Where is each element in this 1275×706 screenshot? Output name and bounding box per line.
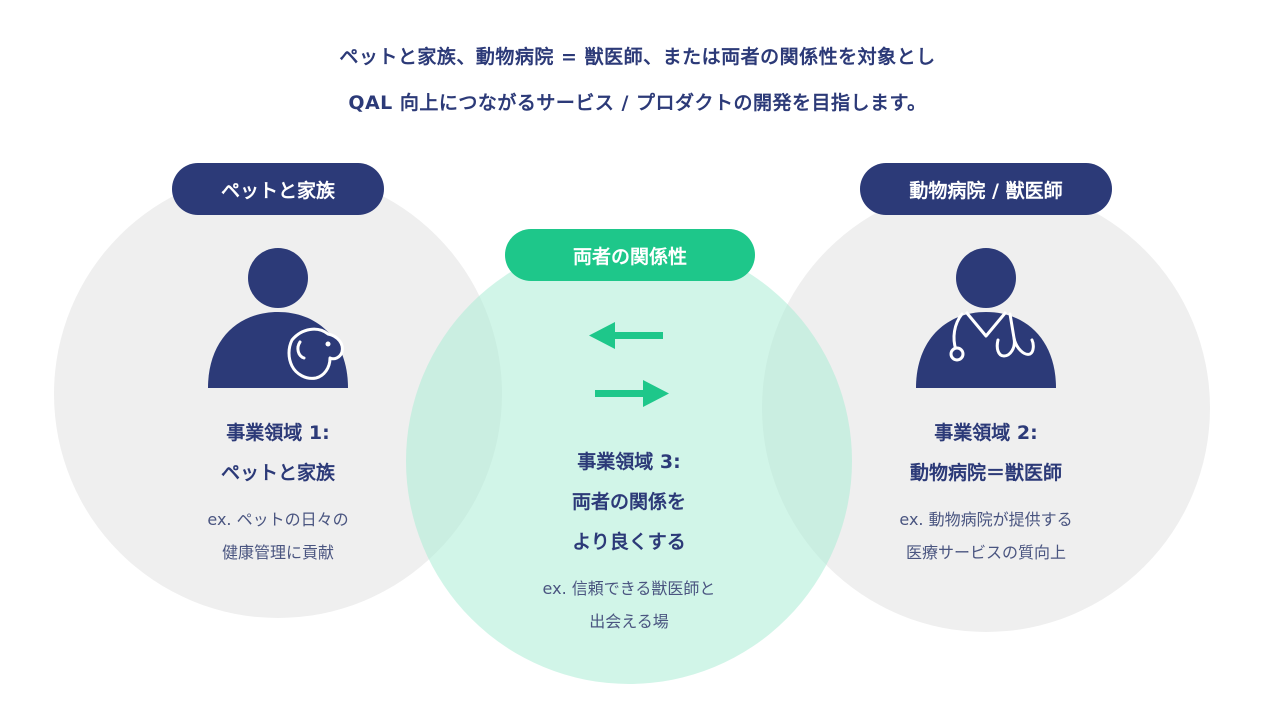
vet-clinic-text: 事業領域 2: 動物病院＝獣医師 ex. 動物病院が提供する 医療サービスの質向… [836, 413, 1136, 569]
pet-family-example-1: ex. ペットの日々の [207, 510, 349, 529]
relationship-title-1: 事業領域 3: [577, 451, 681, 473]
veterinarian-stethoscope-icon [916, 248, 1056, 388]
intro-line-2: QAL 向上につながるサービス / プロダクトの開発を目指します。 [348, 92, 927, 114]
person-with-dog-icon [208, 248, 348, 388]
pet-family-title-1: 事業領域 1: [226, 422, 330, 444]
relationship-example-1: ex. 信頼できる獣医師と [542, 579, 716, 598]
pet-family-title-2: ペットと家族 [220, 462, 335, 484]
relationship-pill: 両者の関係性 [505, 229, 755, 281]
exchange-arrows [589, 322, 669, 407]
vet-clinic-title-2: 動物病院＝獣医師 [909, 462, 1062, 484]
relationship-title-2: 両者の関係を [571, 491, 686, 513]
vet-clinic-example-1: ex. 動物病院が提供する [899, 510, 1073, 529]
pet-family-text: 事業領域 1: ペットと家族 ex. ペットの日々の 健康管理に貢献 [128, 413, 428, 569]
relationship-text: 事業領域 3: 両者の関係を より良くする ex. 信頼できる獣医師と 出会える… [479, 442, 779, 638]
relationship-example-2: 出会える場 [589, 612, 669, 631]
vet-clinic-pill: 動物病院 / 獣医師 [860, 163, 1112, 215]
intro-line-1: ペットと家族、動物病院 = 獣医師、または両者の関係性を対象とし [339, 46, 936, 68]
relationship-circle [406, 238, 852, 684]
pet-family-example-2: 健康管理に貢献 [221, 543, 334, 562]
vet-clinic-example-2: 医療サービスの質向上 [905, 543, 1066, 562]
vet-clinic-title-1: 事業領域 2: [934, 422, 1038, 444]
arrow-right-icon [595, 380, 669, 407]
pet-family-pill: ペットと家族 [172, 163, 384, 215]
relationship-title-3: より良くする [572, 531, 686, 553]
arrow-left-icon [589, 322, 663, 349]
